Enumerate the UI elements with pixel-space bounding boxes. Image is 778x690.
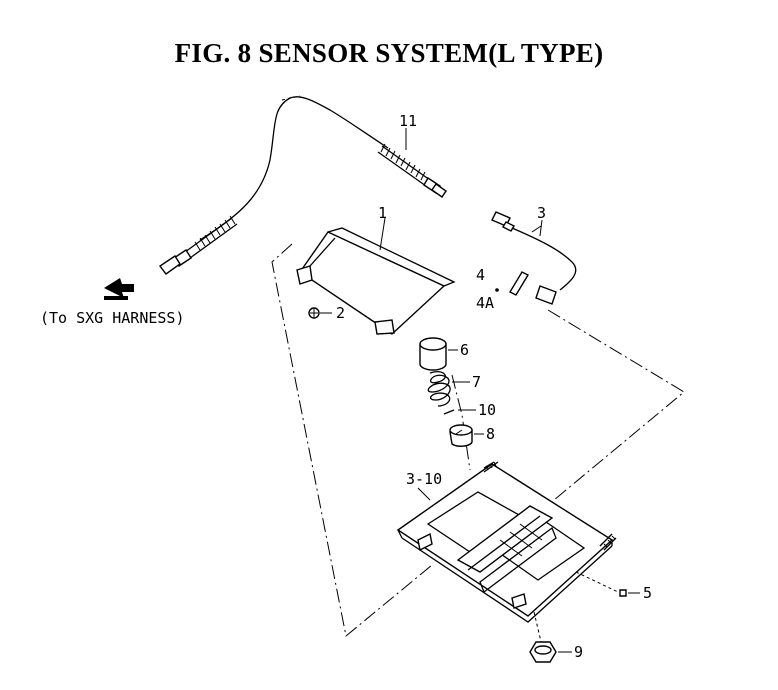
- callout-5: 5: [643, 584, 652, 602]
- callout-3-10: 3-10: [406, 470, 442, 488]
- clip-10: [443, 409, 476, 415]
- nut-9: [529, 611, 572, 663]
- callout-9: 9: [574, 643, 583, 661]
- callout-4: 4: [476, 266, 485, 284]
- cap-6: [419, 337, 458, 371]
- callout-8: 8: [486, 425, 495, 443]
- callout-10: 10: [478, 401, 496, 419]
- harness-arrow-icon: [104, 278, 134, 300]
- cable-spring-upper: [377, 143, 447, 198]
- callout-6: 6: [460, 341, 469, 359]
- callout-leaders: [379, 128, 543, 501]
- sensor-cover-1: [296, 227, 456, 335]
- cable-spring-lower: [158, 215, 238, 275]
- assembly-phantom-lines: [271, 243, 685, 637]
- callout-4a: 4A: [476, 294, 494, 312]
- base-plate-3-10: [396, 461, 617, 623]
- callout-7: 7: [472, 373, 481, 391]
- harness-note: (To SXG HARNESS): [40, 309, 185, 327]
- callout-3: 3: [537, 204, 546, 222]
- bushing-8: [449, 424, 484, 447]
- screw-2: [308, 307, 332, 319]
- sensor-switch-3: [491, 211, 577, 305]
- pin-4: [495, 271, 529, 296]
- callout-11: 11: [399, 112, 417, 130]
- sensor-cable-11: [158, 95, 447, 275]
- spring-7: [427, 371, 470, 407]
- figure-title: FIG. 8 SENSOR SYSTEM(L TYPE): [174, 38, 604, 68]
- callout-2: 2: [336, 304, 345, 322]
- screw-5: [575, 571, 640, 597]
- callout-1: 1: [378, 204, 387, 222]
